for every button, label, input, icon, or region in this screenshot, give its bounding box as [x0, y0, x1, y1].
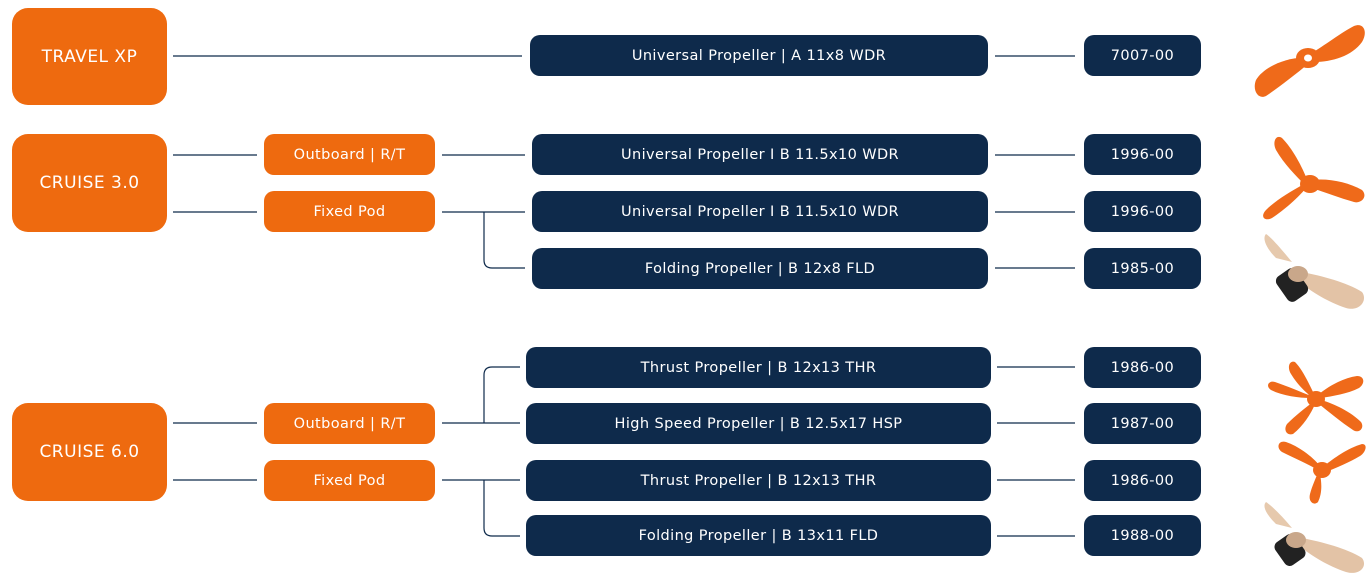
propeller-2-blade-image — [1254, 25, 1365, 97]
part-code: 1996-00 — [1110, 146, 1175, 163]
mount-outboard-cruise-6[interactable]: Outboard | R/T — [264, 403, 435, 444]
mount-fixed-pod-cruise-6[interactable]: Fixed Pod — [264, 460, 435, 501]
propeller-name: Thrust Propeller | B 12x13 THR — [640, 359, 877, 376]
part-code-box[interactable]: 1996-00 — [1084, 134, 1201, 175]
part-code-box[interactable]: 1987-00 — [1084, 403, 1201, 444]
motor-cruise-6[interactable]: CRUISE 6.0 — [12, 403, 167, 501]
propeller-name: Folding Propeller | B 12x8 FLD — [644, 260, 876, 277]
mount-fixed-pod-cruise-3[interactable]: Fixed Pod — [264, 191, 435, 232]
motor-travel-xp[interactable]: TRAVEL XP — [12, 8, 167, 105]
propeller-3-blade-image — [1263, 136, 1365, 220]
mount-label: Outboard | R/T — [293, 146, 406, 163]
propeller-5-blade-image — [1268, 361, 1364, 435]
part-code-box[interactable]: 1985-00 — [1084, 248, 1201, 289]
propeller-box[interactable]: Universal Propeller I B 11.5x10 WDR — [532, 134, 988, 175]
propeller-name: Universal Propeller | A 11x8 WDR — [631, 47, 887, 64]
propeller-box[interactable]: Folding Propeller | B 13x11 FLD — [526, 515, 991, 556]
part-code: 1985-00 — [1110, 260, 1175, 277]
mount-label: Fixed Pod — [313, 472, 386, 489]
part-code-box[interactable]: 7007-00 — [1084, 35, 1201, 76]
mount-label: Fixed Pod — [313, 203, 386, 220]
part-code: 1996-00 — [1110, 203, 1175, 220]
mount-label: Outboard | R/T — [293, 415, 406, 432]
propeller-name: Universal Propeller I B 11.5x10 WDR — [621, 146, 899, 163]
propeller-box[interactable]: Thrust Propeller | B 12x13 THR — [526, 460, 991, 501]
motor-cruise-3[interactable]: CRUISE 3.0 — [12, 134, 167, 232]
propeller-3-blade-image — [1278, 441, 1366, 504]
part-code-box[interactable]: 1986-00 — [1084, 460, 1201, 501]
part-code: 1986-00 — [1110, 359, 1175, 376]
motor-label: TRAVEL XP — [41, 46, 138, 67]
folding-propeller-image — [1264, 234, 1365, 309]
part-code-box[interactable]: 1996-00 — [1084, 191, 1201, 232]
propeller-name: Universal Propeller I B 11.5x10 WDR — [621, 203, 899, 220]
part-code: 1986-00 — [1110, 472, 1175, 489]
part-code: 1987-00 — [1110, 415, 1175, 432]
propeller-name: Thrust Propeller | B 12x13 THR — [640, 472, 877, 489]
part-code: 1988-00 — [1110, 527, 1175, 544]
part-code-box[interactable]: 1988-00 — [1084, 515, 1201, 556]
folding-propeller-image — [1264, 502, 1365, 573]
motor-label: CRUISE 6.0 — [39, 442, 140, 462]
part-code-box[interactable]: 1986-00 — [1084, 347, 1201, 388]
mount-outboard-cruise-3[interactable]: Outboard | R/T — [264, 134, 435, 175]
propeller-box[interactable]: Universal Propeller I B 11.5x10 WDR — [532, 191, 988, 232]
propeller-name: High Speed Propeller | B 12.5x17 HSP — [614, 415, 903, 432]
part-code: 7007-00 — [1110, 47, 1175, 64]
propeller-name: Folding Propeller | B 13x11 FLD — [638, 527, 879, 544]
propeller-box[interactable]: Universal Propeller | A 11x8 WDR — [530, 35, 988, 76]
propeller-box[interactable]: Folding Propeller | B 12x8 FLD — [532, 248, 988, 289]
propeller-box[interactable]: Thrust Propeller | B 12x13 THR — [526, 347, 991, 388]
motor-label: CRUISE 3.0 — [39, 173, 140, 193]
propeller-box[interactable]: High Speed Propeller | B 12.5x17 HSP — [526, 403, 991, 444]
